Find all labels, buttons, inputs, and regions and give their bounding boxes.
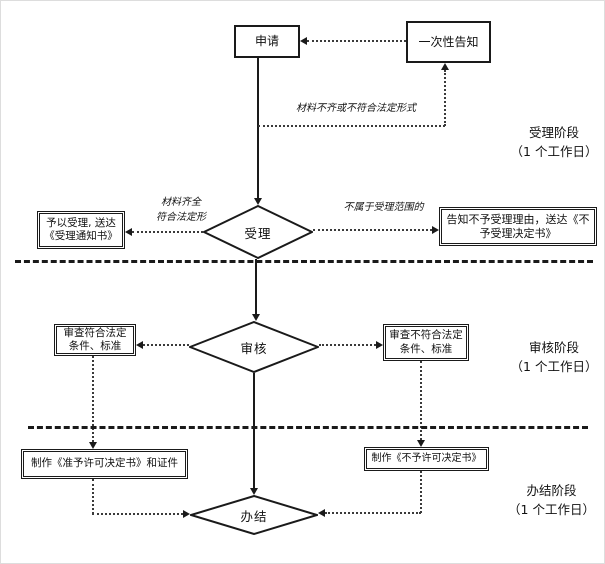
review-pass-node: 审查符合法定条件、标准 (54, 324, 136, 356)
arrowhead-permit-to-close (183, 510, 190, 518)
arrowhead-accept-to-review (252, 314, 260, 321)
edge-label-materials-incomplete: 材料不齐或不符合法定形式 (296, 103, 416, 114)
arrowhead-review-to-fail (376, 341, 383, 349)
edge-denial-to-close-horizontal (325, 512, 421, 514)
make-denial-node: 制作《不予许可决定书》 (364, 447, 489, 471)
edge-label-materials-complete-line2: 符合法定形 (156, 212, 206, 223)
edge-notice-to-apply (307, 40, 406, 42)
stage-label-review: 审核阶段 （1 个工作日） (499, 339, 604, 377)
edge-incomplete-vertical (444, 70, 446, 126)
edge-pass-to-permit (92, 356, 94, 442)
stage-label-accept-name: 受理阶段 (528, 125, 579, 140)
arrowhead-denial-to-close (318, 509, 325, 517)
grant-acceptance-label: 予以受理, 送达《受理通知书》 (44, 216, 118, 242)
arrowhead-pass-to-permit (89, 442, 97, 449)
arrowhead-accept-to-reject (432, 226, 439, 234)
close-diamond-shape (190, 495, 318, 535)
apply-label: 申请 (254, 34, 279, 48)
grant-acceptance-node: 予以受理, 送达《受理通知书》 (37, 211, 125, 249)
edge-label-out-of-scope: 不属于受理范围的 (343, 202, 424, 213)
stage-label-accept: 受理阶段 （1 个工作日） (499, 124, 604, 162)
edge-review-to-close (253, 373, 255, 488)
arrowhead-notice-to-apply (300, 37, 307, 45)
stage-label-close-name: 办结阶段 (526, 483, 577, 498)
arrowhead-fail-to-denial (417, 440, 425, 447)
arrowhead-review-to-close (250, 488, 258, 495)
edge-review-to-fail (319, 344, 376, 346)
review-decision-label: 审核 (240, 340, 268, 356)
stage-label-close: 办结阶段 （1 个工作日） (494, 482, 604, 520)
apply-node: 申请 (234, 25, 300, 58)
stage-divider-accept-review (15, 260, 593, 263)
stage-label-review-name: 审核阶段 (528, 340, 579, 355)
reject-acceptance-label: 告知不予受理理由，送达《不予受理决定书》 (446, 212, 590, 240)
stage-divider-review-close (28, 426, 588, 429)
edge-accept-to-review (255, 259, 257, 315)
edge-apply-to-accept (257, 58, 259, 198)
edge-accept-to-reject (313, 229, 432, 231)
arrowhead-review-to-pass (136, 341, 143, 349)
stage-label-accept-duration: （1 个工作日） (510, 143, 598, 159)
edge-denial-to-close-vertical (420, 471, 422, 513)
review-pass-label: 审查符合法定条件、标准 (63, 326, 127, 352)
review-diamond-shape (189, 321, 319, 373)
edge-fail-to-denial (420, 361, 422, 440)
arrowhead-incomplete-to-notice (441, 63, 449, 70)
close-decision-label: 办结 (240, 508, 268, 524)
edge-label-materials-complete-line1: 材料齐全 (161, 197, 201, 208)
edge-permit-to-close-horizontal (92, 513, 183, 515)
edge-incomplete-horizontal (258, 125, 445, 127)
edge-permit-to-close-vertical (92, 479, 94, 514)
stage-label-close-duration: （1 个工作日） (508, 501, 595, 517)
make-denial-label: 制作《不予许可决定书》 (371, 452, 482, 464)
arrowhead-apply-to-accept (254, 198, 262, 205)
review-fail-node: 审查不符合法定条件、标准 (383, 324, 469, 361)
reject-acceptance-node: 告知不予受理理由，送达《不予受理决定书》 (439, 207, 597, 246)
accept-decision-node: 受理 (203, 205, 313, 259)
one-time-notice-node: 一次性告知 (406, 21, 491, 63)
one-time-notice-label: 一次性告知 (418, 34, 479, 49)
make-permit-label: 制作《准予许可决定书》和证件 (31, 457, 178, 470)
close-decision-node: 办结 (190, 495, 318, 535)
arrowhead-accept-to-grant (125, 228, 132, 236)
review-decision-node: 审核 (189, 321, 319, 373)
accept-diamond-shape (203, 205, 313, 259)
make-permit-node: 制作《准予许可决定书》和证件 (21, 449, 188, 479)
edge-label-materials-complete: 材料齐全 符合法定形 (139, 195, 223, 225)
review-fail-label: 审查不符合法定条件、标准 (389, 329, 463, 355)
edge-accept-to-grant (132, 231, 203, 233)
accept-decision-label: 受理 (244, 225, 272, 241)
edge-review-to-pass (143, 344, 189, 346)
stage-label-review-duration: （1 个工作日） (510, 358, 598, 374)
